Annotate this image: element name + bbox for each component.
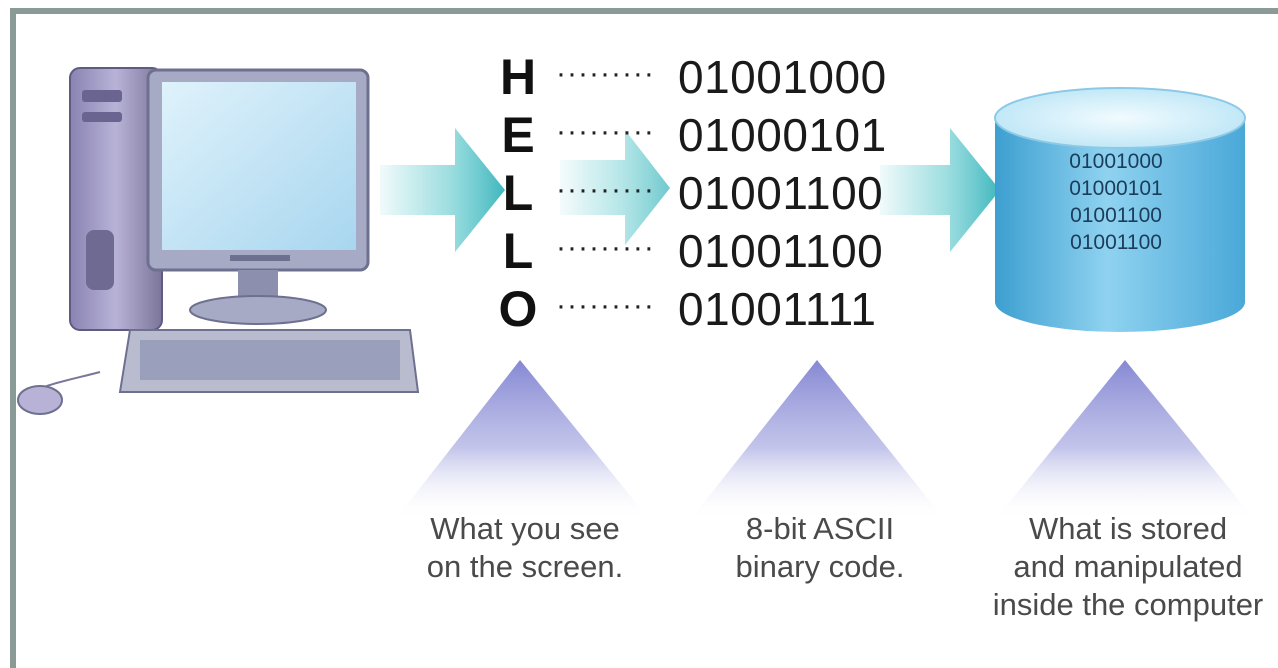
- caption-line: and manipulated: [1013, 549, 1243, 584]
- arrow-icon: [380, 128, 505, 252]
- caption-line: on the screen.: [426, 549, 624, 584]
- caption-screen: What you see on the screen.: [400, 510, 650, 586]
- mouse-icon: [17, 371, 101, 415]
- dot-leader: ·········: [556, 115, 655, 148]
- letter: O: [498, 281, 538, 337]
- stored-code: 01001100: [1070, 204, 1162, 227]
- caption-line: What you see: [430, 511, 620, 546]
- binary-code: 01001100: [678, 167, 884, 219]
- dot-leader: ·········: [556, 57, 655, 90]
- triangle-pointer-icon: [395, 360, 650, 520]
- keyboard-icon: [118, 329, 420, 393]
- monitor-icon: [146, 68, 370, 325]
- caption-line: inside the computer: [992, 587, 1264, 622]
- dot-leader: ·········: [556, 173, 655, 206]
- caption-ascii: 8-bit ASCII binary code.: [695, 510, 945, 586]
- database-icon: [994, 87, 1246, 332]
- stored-code: 01001000: [1069, 150, 1163, 173]
- letter: L: [502, 223, 534, 279]
- stored-code: 01001100: [1070, 231, 1162, 254]
- letter: L: [502, 165, 534, 221]
- caption-line: binary code.: [735, 549, 905, 584]
- binary-code: 01001111: [678, 283, 877, 335]
- caption-stored: What is stored and manipulated inside th…: [978, 510, 1278, 624]
- arrow-icon: [560, 130, 670, 245]
- caption-line: 8-bit ASCII: [745, 511, 895, 546]
- letter: H: [499, 49, 537, 105]
- binary-code: 01001100: [678, 225, 884, 277]
- triangle-pointer-icon: [995, 360, 1255, 520]
- letter: E: [501, 107, 535, 163]
- binary-code: 01000101: [678, 109, 887, 161]
- arrow-icon: [880, 128, 1000, 252]
- triangle-pointer-icon: [690, 360, 945, 520]
- dot-leader: ·········: [556, 289, 655, 322]
- diagram-art: [17, 67, 1255, 520]
- binary-code: 01001000: [678, 51, 887, 103]
- dot-leader: ·········: [556, 231, 655, 264]
- stored-codes: 01001000 01000101 01001100 01001100: [1052, 148, 1180, 256]
- computer-tower-icon: [69, 67, 163, 331]
- caption-line: What is stored: [1028, 511, 1228, 546]
- stored-code: 01000101: [1069, 177, 1163, 200]
